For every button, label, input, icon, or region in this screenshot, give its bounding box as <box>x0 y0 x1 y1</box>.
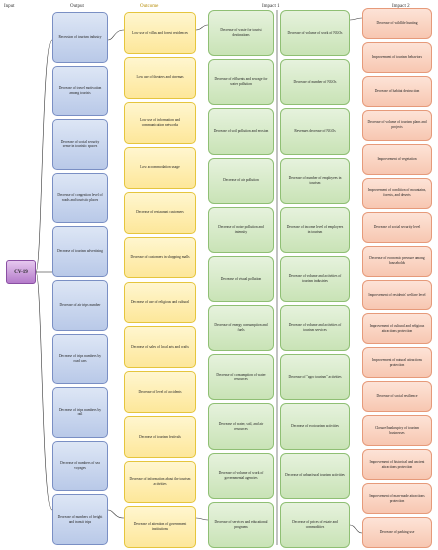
outcome-box: Decrease of customers in shopping malls <box>124 236 196 279</box>
impact1-right-box: Revenues decrease of NGOs <box>280 108 350 155</box>
impact1-left-box: Decrease of consumption of water resourc… <box>208 354 274 401</box>
impact1-right-box: Decrease of "agro tourism" activities <box>280 354 350 401</box>
impact2-box: Decrease of parking use <box>362 517 432 548</box>
impact2-box: Improvement of tourism behaviors <box>362 41 432 73</box>
impact1-right-box: Decrease of volume of work of NGOs <box>280 10 350 57</box>
impact1-left-box: Decrease of noise pollution and intensit… <box>208 206 274 253</box>
impact2-box: Improvement of residents' welfare level <box>362 279 432 311</box>
outcome-box: Decrease of information about the touris… <box>124 461 196 504</box>
output-box: Decrease of social security sense in tou… <box>52 119 108 170</box>
impact1-right-box: Decrease of urban/rural tourism activiti… <box>280 452 350 499</box>
impact1-left-box: Decrease of services and educational pro… <box>208 501 274 548</box>
impact1-right-box: Decrease of volume and activities of tou… <box>280 255 350 303</box>
impact2-box: Decrease of economic pressure among hous… <box>362 245 432 277</box>
impact2-box: Improvement of historical and ancient at… <box>362 449 432 481</box>
impact2-box: Decrease of wildlife hunting <box>362 8 432 39</box>
output-box: Recession of tourism industry <box>52 12 108 63</box>
impact1-left-box: Decrease of effluents and sewage for wat… <box>208 59 274 106</box>
header-input: Input <box>4 4 15 9</box>
output-box: Decrease of congestion level of roads an… <box>52 172 108 224</box>
input-cv19: CV-19 <box>6 260 36 284</box>
impact1-left-box: Decrease of water, soil, and air resourc… <box>208 403 274 450</box>
impact1-left-box: Decrease of waste for tourist destinatio… <box>208 10 274 57</box>
impact2-box: Improvement of natural attractions prote… <box>362 347 432 379</box>
outcome-box: Low use of villas and forest residences <box>124 12 196 54</box>
outcome-box: Low use of information and communication… <box>124 101 196 144</box>
impact1-left-box: Decrease of visual pollution <box>208 255 274 303</box>
impact2-box: Improvement of vegetation <box>362 143 432 175</box>
outcome-box: Decrease of attention of government inst… <box>124 506 196 548</box>
impact2-box: Improvement of condition of mountains, f… <box>362 177 432 209</box>
output-box: Decrease of air trips number <box>52 280 108 331</box>
impact1-left-box: Decrease of volume of work of government… <box>208 452 274 499</box>
header-output: Output <box>70 4 84 9</box>
header-impact-1: Impact 1 <box>262 4 280 9</box>
outcome-box: Decrease of level of accidents <box>124 371 196 414</box>
outcome-box: Decrease of use of religious and cultura… <box>124 281 196 324</box>
output-box: Decrease of numbers of freight and trans… <box>52 494 108 545</box>
impact1-right-box: Decrease of number of employees in touri… <box>280 157 350 204</box>
impact2-box: Decrease of social security level <box>362 211 432 243</box>
impact1-right-box: Decrease of volume and activities of tou… <box>280 305 350 352</box>
outcome-box: Decrease of tourism festivals <box>124 416 196 459</box>
impact1-left-box: Decrease of soil pollution and erosion <box>208 108 274 155</box>
impact1-right-box: Decrease of prices of estate and commodi… <box>280 501 350 548</box>
impact2-box: Closure/bankruptcy of tourism businesses <box>362 415 432 447</box>
impact1-right-box: Decrease of income level of employees in… <box>280 206 350 253</box>
impact2-box: Decrease of volume of tourism plans and … <box>362 109 432 141</box>
header-outcome: Outcome <box>140 4 159 9</box>
output-box: Decrease of travel motivation among tour… <box>52 65 108 117</box>
impact1-left-box: Decrease of air pollution <box>208 157 274 204</box>
outcome-box: Decrease of sales of local arts and craf… <box>124 326 196 369</box>
outcome-box: Low use of theaters and cinemas <box>124 56 196 99</box>
output-box: Decrease of trips numbers by road cars <box>52 333 108 385</box>
outcome-box: Decrease of restaurant customers <box>124 191 196 234</box>
header-impact-2: Impact 2 <box>392 4 410 9</box>
outcome-box: Low accommodation usage <box>124 146 196 189</box>
output-box: Decrease of numbers of sea voyages <box>52 440 108 492</box>
impact1-right-box: Decrease of ecotourism activities <box>280 403 350 450</box>
output-box: Decrease of tourism advertising <box>52 226 108 277</box>
output-box: Decrease of trips numbers by rail <box>52 387 108 438</box>
impact1-right-box: Decrease of number of NGOs <box>280 59 350 106</box>
impact2-box: Improvement of cultural and religious at… <box>362 313 432 345</box>
impact2-box: Decrease of social resilience <box>362 381 432 413</box>
impact2-box: Decrease of habitat destruction <box>362 75 432 107</box>
impact2-box: Improvement of man-made attractions prot… <box>362 483 432 515</box>
impact1-left-box: Decrease of energy consumption and fuels <box>208 305 274 352</box>
